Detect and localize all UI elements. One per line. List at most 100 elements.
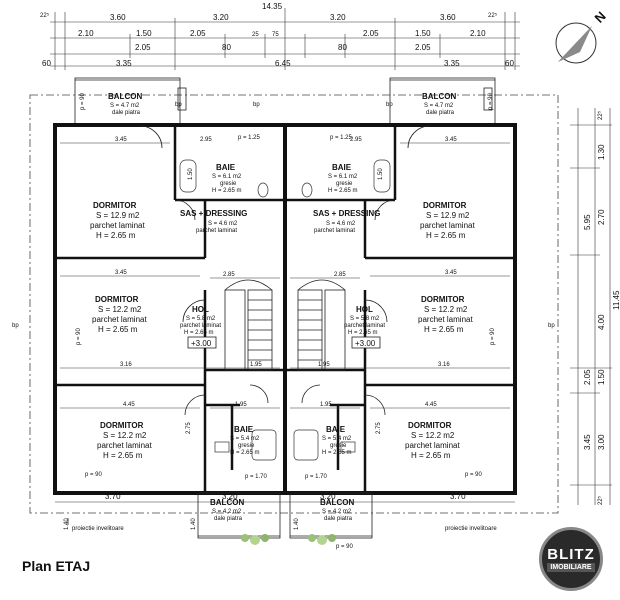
svg-text:S = 12.9 m2: S = 12.9 m2 <box>96 211 140 220</box>
dim-bot-320-r: 3.20 <box>320 492 336 501</box>
svg-text:parchet laminat: parchet laminat <box>196 228 237 234</box>
svg-text:S = 4.7 m2: S = 4.7 m2 <box>424 103 454 109</box>
note-bp-right: bp <box>548 323 555 329</box>
svg-text:S = 5.8 m2: S = 5.8 m2 <box>186 316 216 322</box>
note-p170-l: p = 1.70 <box>245 474 268 480</box>
dim-445-l: 4.45 <box>123 402 135 408</box>
svg-text:S = 4.6 m2: S = 4.6 m2 <box>208 221 238 227</box>
svg-text:BAIE: BAIE <box>332 163 352 172</box>
dim-bot-320-l: 3.20 <box>222 492 238 501</box>
door-swings <box>139 125 431 416</box>
dim-345-top-l: 3.45 <box>115 137 127 143</box>
svg-text:S = 12.2 m2: S = 12.2 m2 <box>103 431 147 440</box>
svg-text:S = 6.1 m2: S = 6.1 m2 <box>212 174 242 180</box>
note-bp-top-left: bp <box>175 102 182 108</box>
svg-text:parchet laminat: parchet laminat <box>314 228 355 234</box>
svg-text:parchet laminat: parchet laminat <box>90 221 145 230</box>
dim-top-2-11: 2.05 <box>415 43 431 52</box>
room-dormitor-top-l: DORMITOR S = 12.9 m2 parchet laminat H =… <box>90 201 145 240</box>
svg-text:parchet laminat: parchet laminat <box>405 441 460 450</box>
dim-140-bot-br: 1.40 <box>294 518 300 530</box>
dim-285-l: 2.85 <box>223 272 235 278</box>
note-p90-top-l: p = 90 <box>80 92 86 110</box>
room-baie-top-l: BAIE S = 6.1 m2 gresie H = 2.65 m <box>212 163 242 194</box>
plan-title: Plan ETAJ <box>22 558 91 574</box>
note-proiectie-right: proiectie invelitoare <box>445 526 497 532</box>
dim-right-3: 5.95 <box>583 214 592 230</box>
room-balcon-top-r: BALCON S = 4.7 m2 dale piatra <box>422 92 456 116</box>
room-dormitor-top-r: DORMITOR S = 12.9 m2 parchet laminat H =… <box>420 201 475 240</box>
dim-top-2-2: 2.05 <box>190 29 206 38</box>
note-p90-bot-l: p = 90 <box>85 472 103 478</box>
right-dimension-lines <box>570 108 612 505</box>
roof-projection-outline <box>29 94 559 514</box>
svg-text:DORMITOR: DORMITOR <box>421 295 465 304</box>
svg-text:HOL: HOL <box>192 305 209 314</box>
svg-text:HOL: HOL <box>356 305 373 314</box>
note-p170-r: p = 1.70 <box>305 474 328 480</box>
svg-text:H = 2.65 m: H = 2.65 m <box>426 231 466 240</box>
dim-right-8: 3.00 <box>597 434 606 450</box>
note-p90-bot-r: p = 90 <box>465 472 483 478</box>
dim-top-1-1: 3.60 <box>110 13 126 22</box>
stair-left <box>224 279 273 371</box>
dim-right-1: 1.30 <box>597 144 606 160</box>
svg-text:BALCON: BALCON <box>422 92 456 101</box>
dim-top-2-10: 80 <box>338 43 347 52</box>
svg-text:S = 4.6 m2: S = 4.6 m2 <box>326 221 356 227</box>
svg-text:H = 2.65 m: H = 2.65 m <box>98 325 138 334</box>
dim-right-2: 2.70 <box>597 209 606 225</box>
interior-walls-right <box>285 125 515 493</box>
room-dormitor-mid-r: DORMITOR S = 12.2 m2 parchet laminat H =… <box>418 295 473 334</box>
svg-text:DORMITOR: DORMITOR <box>408 421 452 430</box>
dim-bot-370-l: 3.70 <box>105 492 121 501</box>
dim-316-l: 3.16 <box>120 362 132 368</box>
svg-text:dale piatra: dale piatra <box>426 110 455 116</box>
dim-right-7: 2.05 <box>583 369 592 385</box>
svg-text:H = 2.65 m: H = 2.65 m <box>96 231 136 240</box>
balcony-top-left <box>74 77 187 127</box>
dim-top-1-0: 22⁵ <box>40 12 50 19</box>
svg-text:H = 2.65 m: H = 2.65 m <box>184 330 214 336</box>
stair-right <box>297 279 346 371</box>
svg-text:BALCON: BALCON <box>210 498 244 507</box>
dim-right-4: 11.45 <box>612 290 620 310</box>
level-mark-right: +3.00 <box>355 339 376 348</box>
room-balcon-top-l: BALCON S = 4.7 m2 dale piatra <box>108 92 142 116</box>
dim-top-3-2: 6.45 <box>275 59 291 68</box>
compass-north-label: N <box>592 9 609 26</box>
dim-top-1-2: 3.20 <box>213 13 229 22</box>
dim-top-2-0: 2.10 <box>78 29 94 38</box>
dim-275-r: 2.75 <box>376 422 382 434</box>
dim-top-2-6: 1.50 <box>415 29 431 38</box>
svg-text:BALCON: BALCON <box>320 498 354 507</box>
dim-275-l: 2.75 <box>186 422 192 434</box>
level-mark-left: +3.00 <box>191 339 212 348</box>
note-p90-top-r: p = 90 <box>488 92 494 110</box>
dim-295-l: 2.95 <box>200 137 212 143</box>
svg-text:S = 6.1 m2: S = 6.1 m2 <box>328 174 358 180</box>
dim-top-3-4: 60 <box>505 59 514 68</box>
svg-text:DORMITOR: DORMITOR <box>423 201 467 210</box>
note-p125-r: p = 1.25 <box>330 135 353 141</box>
svg-text:gresie: gresie <box>220 181 237 187</box>
dim-140-bot-l: 1.40 <box>64 518 70 530</box>
dim-top-2-7: 2.10 <box>470 29 486 38</box>
dim-top-1-3: 14.35 <box>262 2 283 11</box>
room-dormitor-mid-l: DORMITOR S = 12.2 m2 parchet laminat H =… <box>92 295 147 334</box>
svg-text:S = 4.2 m2: S = 4.2 m2 <box>322 509 352 515</box>
dim-345-top-r: 3.45 <box>445 137 457 143</box>
room-sas-l: SAS + DRESSING S = 4.6 m2 parchet lamina… <box>180 209 247 234</box>
svg-text:H = 2.65 m: H = 2.65 m <box>411 451 451 460</box>
svg-text:H = 2.65 m: H = 2.65 m <box>212 188 242 194</box>
svg-text:SAS + DRESSING: SAS + DRESSING <box>313 209 380 218</box>
dim-top-1-5: 3.60 <box>440 13 456 22</box>
room-baie-bot-l: BAIE S = 5.4 m2 gresie H = 2.65 m <box>230 425 260 456</box>
svg-text:H = 2.65 m: H = 2.65 m <box>322 450 352 456</box>
room-balcon-bot-l: BALCON S = 4.2 m2 dale piatra <box>210 498 244 522</box>
dim-right-6: 1.50 <box>597 369 606 385</box>
note-p90-mid-r: p = 90 <box>490 327 496 345</box>
dim-195-mid-r: 1.95 <box>318 362 330 368</box>
room-baie-top-r: BAIE S = 6.1 m2 gresie H = 2.65 m <box>328 163 358 194</box>
dim-right-9: 3.45 <box>583 434 592 450</box>
